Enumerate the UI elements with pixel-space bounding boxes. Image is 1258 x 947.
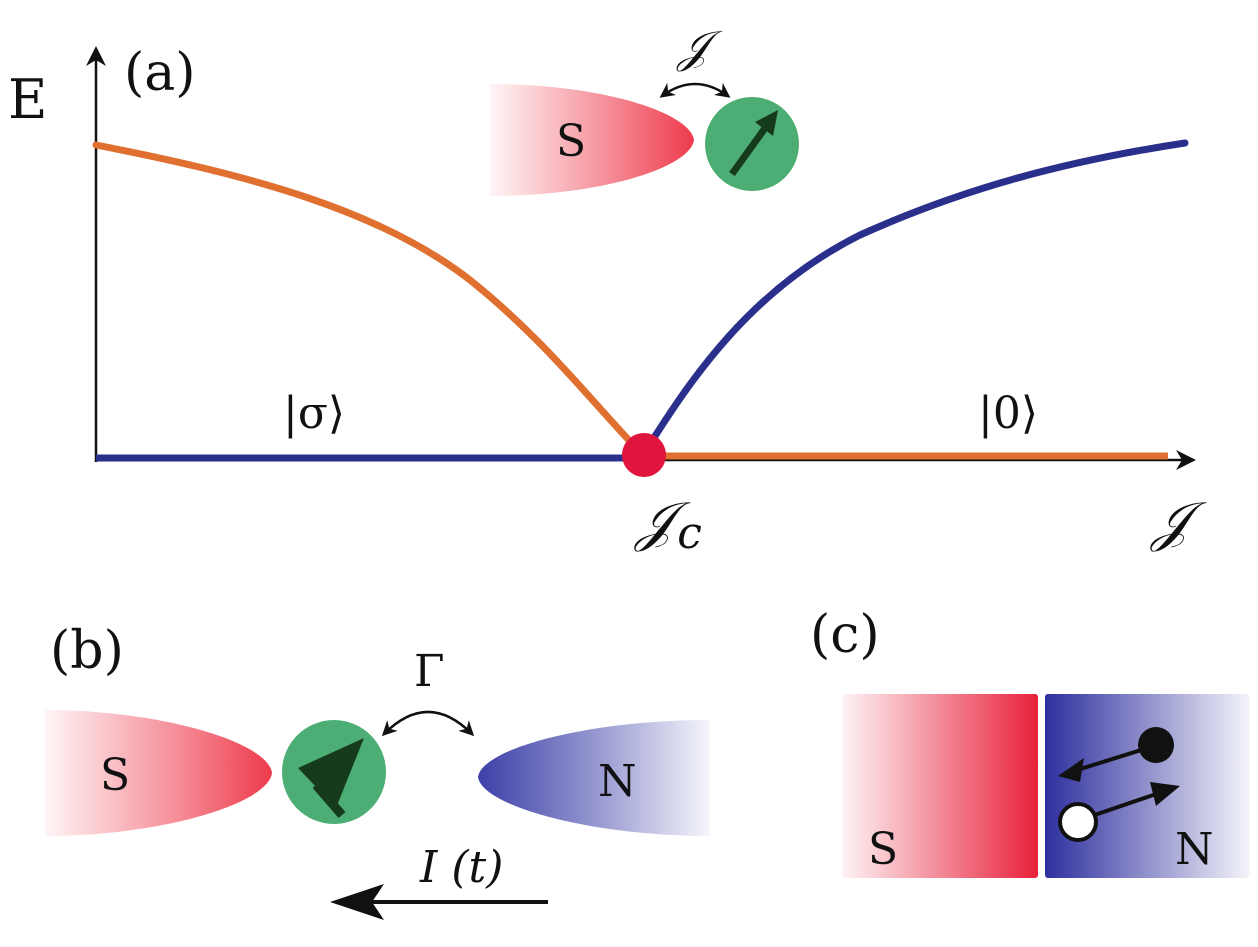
panel-b: (b) S N Γ I (t) — [45, 621, 710, 920]
superconductor-lead-shape — [45, 710, 272, 836]
critical-point — [622, 433, 666, 477]
tunneling-label: Γ — [414, 646, 445, 697]
inset-superconductor-label: S — [556, 116, 586, 167]
inset-a: S 𝒥 — [490, 22, 799, 196]
current-label: I (t) — [419, 842, 503, 893]
superconductor-lead-label: S — [100, 750, 130, 801]
panel-a-label: (a) — [124, 43, 196, 103]
current-arrow — [330, 884, 548, 920]
inset-superconductor-shape — [490, 84, 694, 196]
normal-block — [1045, 694, 1250, 878]
hole — [1058, 802, 1098, 842]
state-sigma-label: |σ⟩ — [283, 388, 345, 439]
panel-b-label: (b) — [50, 621, 124, 681]
hole-arrow-head — [1150, 782, 1180, 806]
inset-coupling-arrow — [659, 82, 731, 98]
spin-arrow-icon — [298, 738, 364, 818]
excited-state-blue-curve — [641, 139, 1189, 456]
superconductor-block-label: S — [868, 824, 898, 875]
normal-lead-shape — [478, 720, 710, 836]
panel-c-label: (c) — [810, 605, 880, 665]
y-axis-label: E — [8, 68, 47, 131]
normal-lead-label: N — [598, 756, 637, 807]
x-axis-label: 𝒥 — [1149, 490, 1207, 553]
excited-state-orange-curve — [92, 141, 644, 456]
andreev-reflection — [1058, 727, 1180, 842]
tunneling-arrow — [381, 710, 475, 737]
panel-a: (a) E |σ⟩ |0⟩ 𝒥 𝒥c S 𝒥 — [8, 22, 1207, 559]
electron-arrow-head — [1058, 758, 1084, 782]
normal-block-label: N — [1175, 824, 1214, 875]
inset-coupling-label: 𝒥 — [676, 22, 723, 73]
critical-label-sub: c — [677, 508, 702, 559]
electron — [1138, 727, 1174, 763]
superconductor-block — [842, 694, 1038, 878]
state-zero-label: |0⟩ — [978, 388, 1038, 439]
spin-arrow-icon — [729, 110, 778, 177]
critical-label: 𝒥c — [633, 490, 702, 559]
panel-c: (c) S N — [810, 605, 1250, 878]
